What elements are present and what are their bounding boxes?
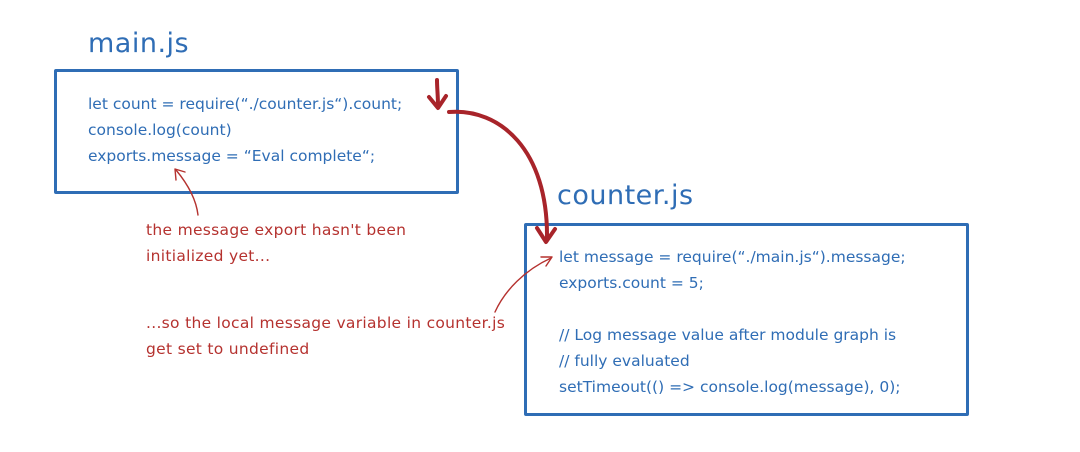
pointer-arrow-1-icon — [174, 168, 199, 216]
counter-js-title: counter.js — [557, 180, 694, 211]
main-code-line-1: let count = require(“./counter.js“).coun… — [88, 95, 403, 113]
annotation-2-line-1: ...so the local message variable in coun… — [146, 314, 506, 332]
counter-code-line-6: setTimeout(() => console.log(message), 0… — [559, 378, 901, 396]
main-code-line-3: exports.message = “Eval complete“; — [88, 147, 376, 165]
annotation-1-line-1: the message export hasn't been — [146, 221, 407, 239]
curved-arrow-icon — [447, 109, 557, 244]
pointer-arrow-2-icon — [494, 256, 553, 313]
annotation-1-line-2: initialized yet... — [146, 247, 271, 265]
annotation-2-line-2: get set to undefined — [146, 340, 310, 358]
counter-code-line-5: // fully evaluated — [559, 352, 690, 370]
main-js-title: main.js — [88, 28, 190, 59]
counter-js-box — [524, 223, 969, 416]
counter-code-line-2: exports.count = 5; — [559, 274, 704, 292]
main-code-line-2: console.log(count) — [88, 121, 232, 139]
down-arrow-icon — [427, 78, 448, 110]
counter-code-line-4: // Log message value after module graph … — [559, 326, 897, 344]
counter-code-line-1: let message = require(“./main.js“).messa… — [559, 248, 906, 266]
main-js-box — [54, 69, 459, 194]
